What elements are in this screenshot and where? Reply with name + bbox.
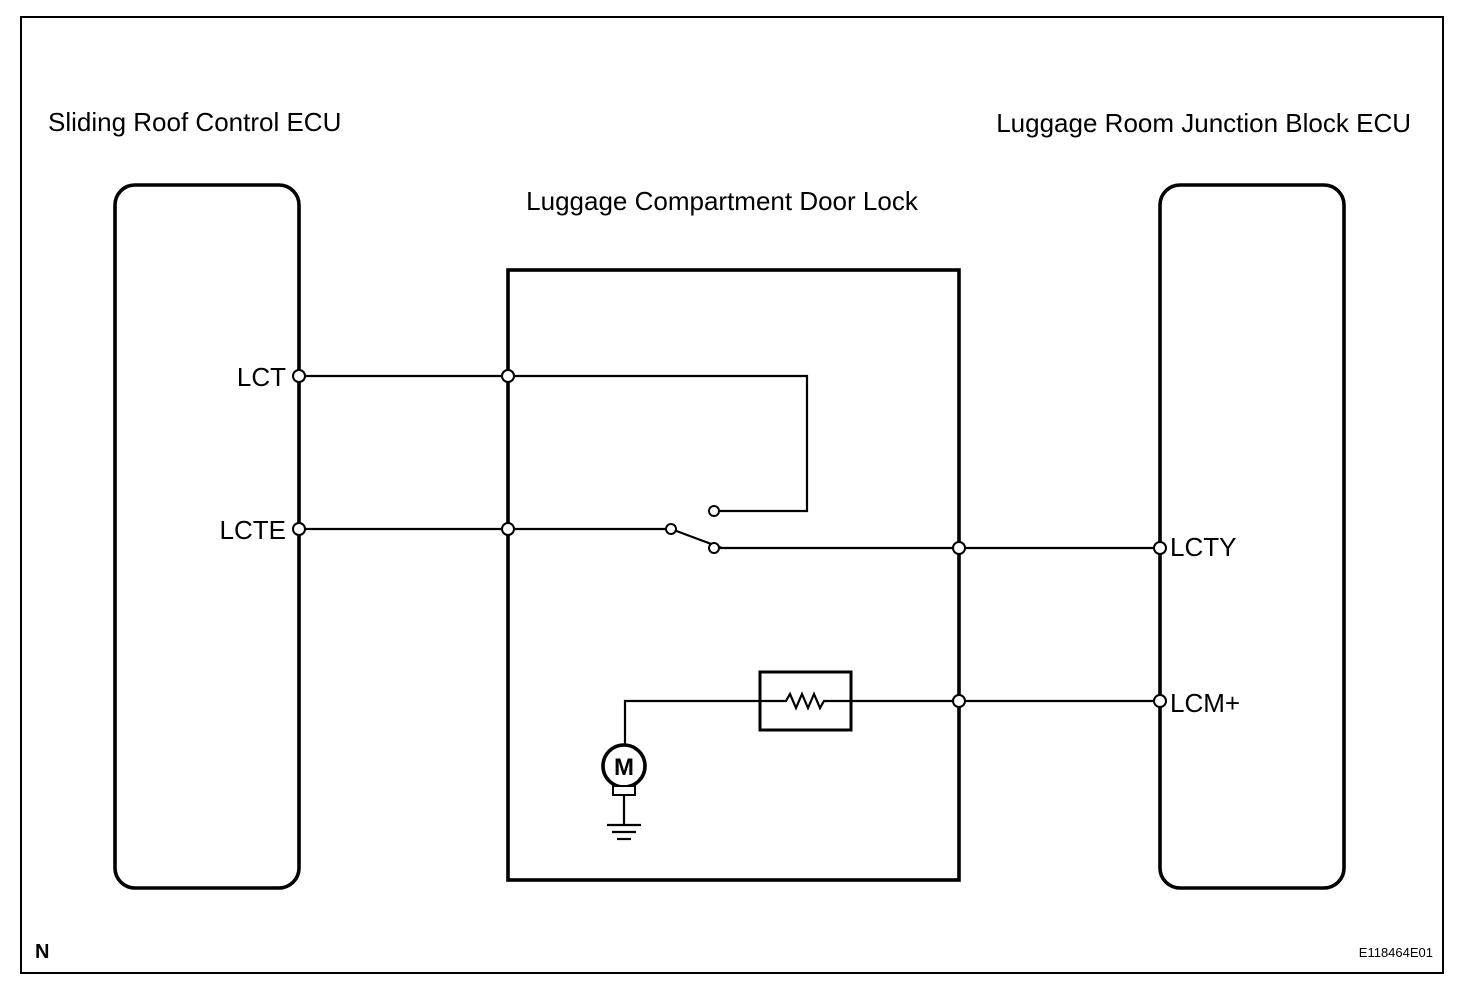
lcty-junction [952,541,966,555]
motor-icon: M [601,743,647,824]
lct-ecu-terminal [292,369,306,383]
right-ecu-box [1158,183,1346,890]
lct-junction [501,369,515,383]
door-lock-box [506,268,961,882]
svg-text:M: M [614,754,634,781]
lcm-junction [952,694,966,708]
left-ecu-box [113,183,301,890]
center-component-label: Luggage Compartment Door Lock [526,186,919,216]
lct-wire [299,374,809,513]
lcte-ecu-terminal [292,522,306,536]
corner-mark-n: N [35,941,49,963]
lcm-ecu-terminal [1153,694,1167,708]
switch-icon [665,505,723,554]
lcte-junction [501,522,515,536]
motor-wire [623,699,760,745]
figure-code: E118464E01 [1359,945,1433,960]
lcm-plus-label: LCM+ [1170,688,1240,718]
right-ecu-label: Luggage Room Junction Block ECU [996,108,1411,138]
outer-frame [20,16,1444,974]
left-ecu-label: Sliding Roof Control ECU [48,107,341,137]
lct-label: LCT [237,362,286,392]
resistor-icon [758,670,853,732]
lcty-ecu-terminal [1153,541,1167,555]
lcte-label: LCTE [220,515,286,545]
ground-icon [607,823,641,841]
lcty-label: LCTY [1170,532,1236,562]
